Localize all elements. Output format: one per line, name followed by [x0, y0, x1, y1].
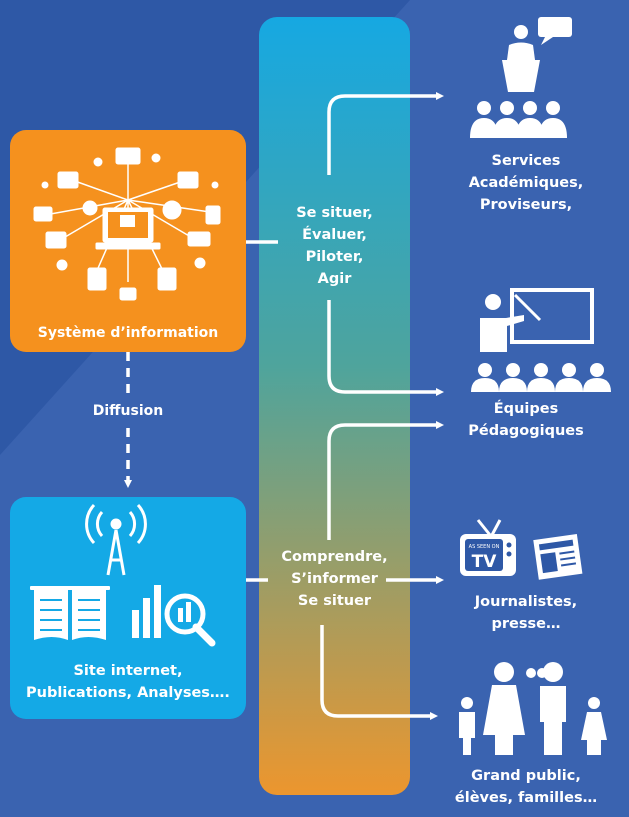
arrow-equipes	[327, 300, 444, 396]
arrow-equipes-lower	[327, 421, 444, 540]
site-label-line1: Site internet,	[73, 663, 183, 679]
audience-journalistes-label: Journalistes, presse…	[474, 594, 578, 632]
arrow-services	[327, 92, 444, 175]
center-lower-text: Comprendre, S’informer Se situer	[281, 549, 388, 609]
audience-services-label: Services Académiques, Proviseurs,	[468, 153, 584, 213]
center-upper-text: Se situer, Évaluer, Piloter, Agir	[296, 205, 373, 287]
network-devices-icon	[33, 147, 221, 301]
teacher-class-icon	[471, 288, 611, 392]
audience-grand-public-label: Grand public, élèves, familles…	[454, 768, 598, 806]
site-label-line2: Publications, Analyses….	[26, 685, 230, 701]
diffusion-label: Diffusion	[92, 403, 164, 419]
systeme-label: Système d’information	[37, 325, 219, 341]
audience-equipes-label: Équipes Pédagogiques	[468, 401, 584, 439]
tv-badge: TV	[472, 552, 498, 572]
connectors	[124, 92, 444, 720]
magnifier-chart-icon	[132, 585, 216, 647]
antenna-icon	[85, 503, 147, 576]
tv-badge-small: AS SEEN ON	[469, 544, 500, 550]
center-column	[259, 17, 410, 795]
site-box	[10, 497, 246, 719]
tv-newspaper-icon: AS SEEN ON TV	[460, 519, 583, 580]
book-icon	[30, 586, 110, 640]
arrow-grand-public	[320, 625, 438, 720]
family-icon	[459, 662, 607, 755]
speaker-audience-icon	[470, 17, 572, 138]
